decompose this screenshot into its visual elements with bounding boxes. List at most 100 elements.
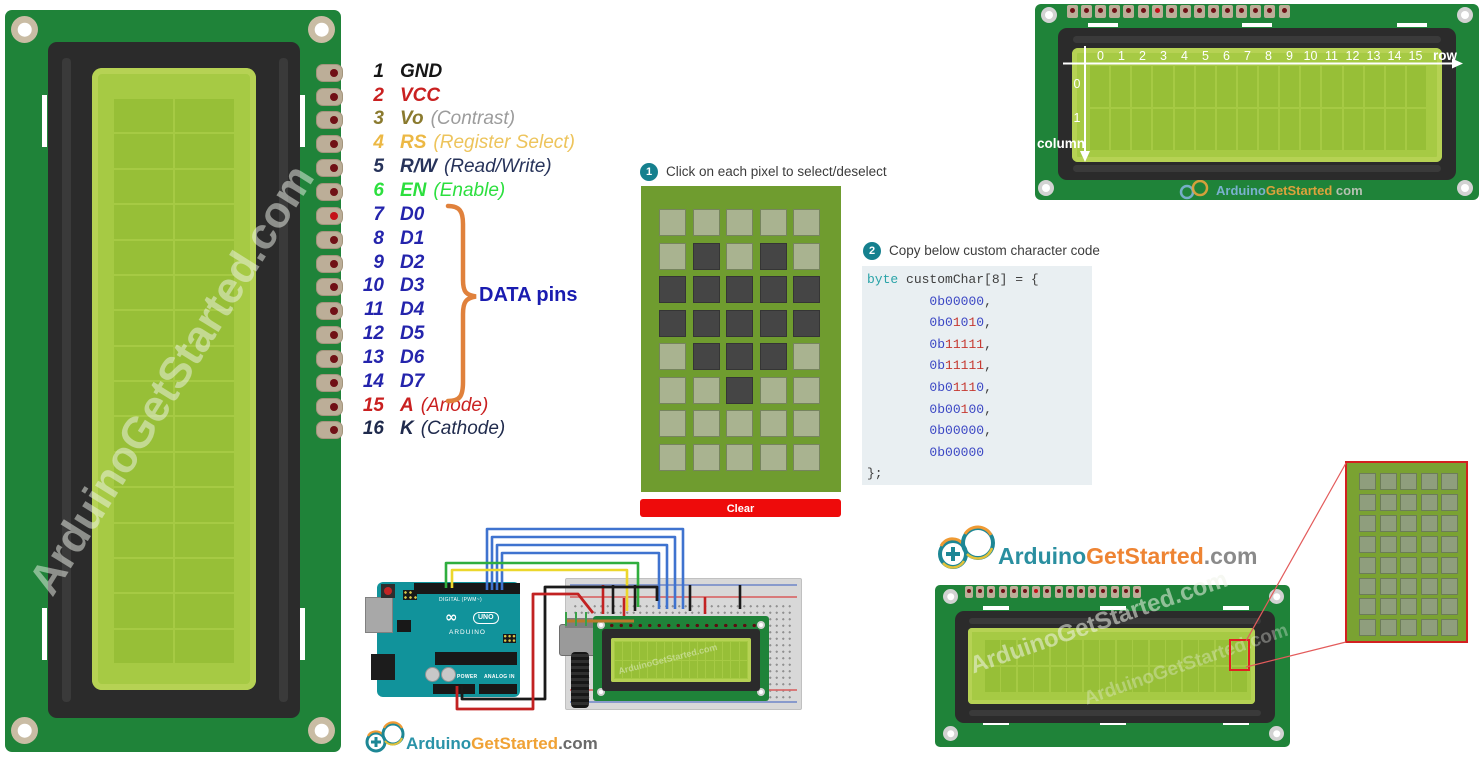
capacitor — [425, 667, 440, 682]
potentiometer-knob[interactable] — [571, 652, 589, 708]
pixel-cell[interactable] — [793, 376, 820, 404]
pin-dot — [1112, 8, 1118, 13]
character-cell — [1280, 66, 1300, 107]
power-rail-positive — [570, 596, 797, 598]
pixel-cell-selected[interactable] — [692, 309, 720, 337]
column-number: 14 — [1387, 49, 1402, 63]
brand-arduino: Arduino — [998, 543, 1087, 569]
pixel-cell-selected[interactable] — [726, 309, 753, 337]
pin-dot — [330, 68, 338, 77]
character-cell — [1216, 109, 1236, 150]
arduinogetstarted-brand-small: ArduinoGetStarted.com — [364, 718, 598, 763]
pin-pad — [1208, 5, 1219, 18]
pixel-cell-selected[interactable] — [726, 276, 753, 303]
pixel-cell[interactable] — [659, 343, 686, 370]
pixel-cell-selected[interactable] — [793, 309, 820, 337]
screw — [1457, 7, 1473, 23]
pixel-cell-selected[interactable] — [659, 309, 686, 337]
character-cell — [1174, 66, 1194, 107]
pixel-cell[interactable] — [726, 410, 753, 437]
pin-number: 8 — [373, 227, 384, 249]
pixel-cell[interactable] — [759, 410, 787, 437]
pixel-cell-selected[interactable] — [692, 242, 720, 270]
pin-dot — [978, 589, 983, 593]
column-number: 2 — [1139, 49, 1146, 63]
pin-pad — [987, 586, 996, 598]
pixel-cell[interactable] — [692, 410, 720, 437]
clear-button[interactable]: Clear — [640, 499, 841, 517]
pixel-cell-selected[interactable] — [793, 276, 820, 303]
zoom-pixel-cell — [1359, 535, 1376, 553]
character-cell — [615, 642, 623, 660]
data-pins-label: DATA pins — [479, 284, 578, 306]
character-cell — [1259, 66, 1279, 107]
pixel-cell-selected[interactable] — [759, 276, 787, 303]
pin-dot — [1253, 8, 1259, 13]
character-cell — [1215, 640, 1231, 666]
pixel-cell-selected[interactable] — [692, 343, 720, 370]
pixel-cell[interactable] — [692, 376, 720, 404]
pixel-cell[interactable] — [793, 209, 820, 236]
row-number: 0 — [1073, 77, 1081, 91]
pixel-cell[interactable] — [659, 209, 686, 236]
pin-description: (Cathode) — [420, 418, 506, 440]
pin-dot — [1140, 8, 1146, 13]
character-cell — [1132, 109, 1152, 150]
pin-dot — [989, 589, 994, 593]
pin-description: (Register Select) — [433, 132, 575, 154]
character-cell — [689, 642, 698, 660]
pixel-cell-selected[interactable] — [692, 276, 720, 303]
pixel-cell[interactable] — [759, 376, 787, 404]
character-cell — [1017, 666, 1033, 692]
pixel-cell[interactable] — [692, 443, 720, 471]
power-jack — [371, 654, 395, 680]
pixel-cell-selected[interactable] — [726, 343, 753, 370]
pixel-cell-selected[interactable] — [759, 242, 787, 270]
pixel-cell[interactable] — [659, 242, 686, 270]
character-cell — [1237, 66, 1257, 107]
pixel-cell-selected[interactable] — [759, 309, 787, 337]
pixel-cell[interactable] — [659, 443, 686, 471]
pixel-cell[interactable] — [659, 376, 686, 404]
mounting-hole — [308, 717, 335, 744]
character-cell — [706, 660, 714, 678]
character-cell — [114, 169, 173, 204]
pixel-cell-selected[interactable] — [759, 343, 787, 370]
column-number: 11 — [1325, 49, 1338, 63]
pixel-cell[interactable] — [692, 209, 720, 236]
column-number: 5 — [1202, 49, 1209, 63]
pixel-cell[interactable] — [759, 209, 787, 236]
character-cell — [1090, 109, 1110, 150]
character-cell — [656, 642, 664, 660]
power-rail-negative — [570, 584, 797, 586]
uno-label: UNO — [473, 612, 499, 624]
pixel-cell[interactable] — [726, 209, 753, 236]
arduino-infinity-logo: ∞ — [445, 608, 458, 626]
pin-pad — [316, 349, 343, 368]
character-cell — [114, 452, 173, 487]
character-cell — [1280, 109, 1300, 150]
pixel-cell[interactable] — [726, 443, 753, 471]
pixel-cell-selected[interactable] — [659, 276, 686, 303]
pin-dot — [1098, 8, 1104, 13]
pin-dot — [1135, 589, 1139, 593]
step2-text: Copy below custom character code — [889, 243, 1100, 258]
pin-pad — [1137, 5, 1149, 18]
pin-name: A(Anode) — [400, 394, 489, 416]
pixel-cell[interactable] — [659, 410, 686, 437]
brand-com: .com — [558, 734, 598, 753]
pixel-cell[interactable] — [793, 343, 820, 370]
pixel-cell[interactable] — [793, 443, 820, 471]
character-cell — [1050, 640, 1066, 666]
zoom-pixel-cell — [1441, 473, 1459, 490]
pixel-cell-selected[interactable] — [726, 376, 753, 404]
pixel-cell[interactable] — [759, 443, 787, 471]
pin-dot — [1267, 8, 1273, 13]
pixel-cell[interactable] — [793, 242, 820, 270]
pixel-cell[interactable] — [726, 242, 753, 270]
zoom-pixel-cell — [1441, 514, 1459, 532]
character-cell — [114, 275, 173, 310]
character-cell — [175, 240, 234, 274]
pixel-cell[interactable] — [793, 410, 820, 437]
pin-dot — [330, 164, 338, 173]
